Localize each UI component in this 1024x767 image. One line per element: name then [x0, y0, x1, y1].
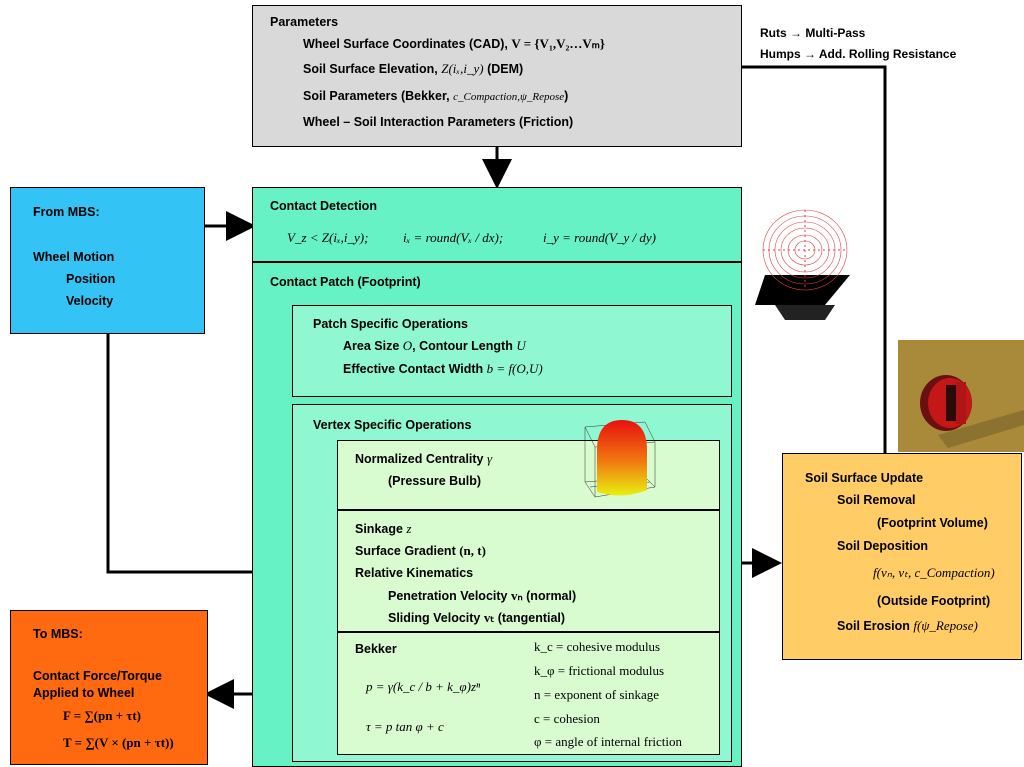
patch-ops-contour-var: U: [516, 338, 526, 353]
soil-deposition-eq: f(vₙ, vₜ, c_Compaction): [873, 565, 995, 580]
to-mbs-line1: Contact Force/Torque: [33, 669, 162, 683]
parameters-title: Parameters: [270, 15, 339, 29]
centrality-box: Normalized Centrality γ (Pressure Bulb): [337, 440, 720, 510]
param-soil-elevation-eq: Z(iₓ,i_y): [441, 61, 484, 76]
centrality-var: γ: [487, 451, 493, 466]
param-interaction: Wheel – Soil Interaction Parameters (Fri…: [303, 115, 574, 129]
contact-patch-title: Contact Patch (Footprint): [270, 275, 421, 289]
patch-ops-title: Patch Specific Operations: [313, 317, 468, 331]
soil-deposition: Soil Deposition: [837, 539, 928, 553]
bekker-eq-p: p = γ(k_c / b + k_φ)zⁿ: [366, 679, 481, 694]
bekker-def-c: c = cohesion: [534, 711, 600, 726]
soil-removal-sub: (Footprint Volume): [877, 516, 988, 530]
to-mbs-eq-f: F = ∑(pn + τt): [63, 708, 141, 723]
patch-ops-width-eq: b = f(O,U): [486, 361, 543, 376]
parameters-box: Parameters Wheel Surface Coordinates (CA…: [252, 5, 742, 147]
penetration-label: Penetration Velocity vₙ (normal): [388, 588, 577, 603]
vertex-ops-title: Vertex Specific Operations: [313, 418, 472, 432]
sinkage-box: Sinkage z Surface Gradient (n, t) Relati…: [337, 510, 720, 632]
pressure-bulb-plot: [584, 420, 656, 498]
from-mbs-motion: Wheel Motion: [33, 250, 115, 264]
centrality-sub: (Pressure Bulb): [388, 474, 482, 488]
to-mbs-title: To MBS:: [33, 627, 83, 641]
soil-removal: Soil Removal: [837, 493, 916, 507]
bekker-eq-tau: τ = p tan φ + c: [366, 719, 444, 734]
to-mbs-eq-t: T = ∑(V × (pn + τt)): [63, 735, 174, 750]
sinkage-label: Sinkage z: [355, 521, 412, 536]
centrality-title: Normalized Centrality γ: [355, 451, 493, 466]
contact-detection-box: Contact Detection V_z < Z(iₓ,i_y); iₓ = …: [252, 187, 742, 262]
patch-ops-area-var: O: [402, 338, 413, 353]
soil-erosion-eq: f(ψ_Repose): [913, 618, 978, 633]
ruts-note: Ruts → Multi-Pass: [760, 26, 866, 40]
soil-deposition-sub: (Outside Footprint): [877, 594, 991, 608]
bekker-title: Bekker: [355, 642, 397, 656]
to-mbs-box: To MBS: Contact Force/Torque Applied to …: [10, 610, 208, 765]
bekker-def-n: n = exponent of sinkage: [534, 687, 660, 702]
soil-update-box: Soil Surface Update Soil Removal (Footpr…: [782, 453, 1022, 660]
soil-update-title: Soil Surface Update: [805, 471, 924, 485]
from-mbs-box: From MBS: Wheel Motion Position Velocity: [10, 187, 205, 334]
param-wheel-surface: Wheel Surface Coordinates (CAD), V = {V₁…: [303, 36, 605, 51]
bekker-box: Bekker p = γ(k_c / b + k_φ)zⁿ τ = p tan …: [337, 632, 720, 755]
from-mbs-velocity: Velocity: [66, 294, 114, 308]
humps-note: Humps → Add. Rolling Resistance: [760, 47, 957, 61]
patch-ops-width: Effective Contact Width b = f(O,U): [343, 361, 543, 376]
from-mbs-position: Position: [66, 272, 116, 286]
wheel-render-image: [898, 340, 1024, 452]
from-mbs-title: From MBS:: [33, 205, 100, 219]
patch-ops-box: Patch Specific Operations Area Size O, C…: [292, 305, 732, 397]
kinematics-label: Relative Kinematics: [355, 566, 474, 580]
bekker-def-phi: φ = angle of internal friction: [534, 734, 683, 749]
sliding-label: Sliding Velocity vₜ (tangential): [388, 610, 566, 625]
contact-detection-title: Contact Detection: [270, 199, 377, 213]
patch-ops-area: Area Size O, Contour Length U: [343, 338, 526, 353]
wheel-pointcloud-image: [755, 209, 850, 320]
bekker-def-kphi: k_φ = frictional modulus: [534, 663, 665, 678]
param-soil-elevation: Soil Surface Elevation, Z(iₓ,i_y) (DEM): [303, 61, 524, 76]
gradient-label: Surface Gradient (n, t): [355, 543, 486, 558]
contact-detection-eq-c: i_y = round(V_y / dy): [543, 230, 656, 245]
param-wheel-surface-eq: V = {V₁,V₂…Vₘ}: [511, 36, 605, 51]
contact-detection-eq-a: V_z < Z(iₓ,i_y);: [287, 230, 369, 245]
bekker-def-kc: k_c = cohesive modulus: [534, 639, 661, 654]
soil-erosion: Soil Erosion f(ψ_Repose): [837, 618, 978, 633]
to-mbs-line2: Applied to Wheel: [33, 686, 135, 700]
param-soil-parameters-eq: c_Compaction,ψ_Repose: [453, 91, 565, 103]
contact-detection-eq-b: iₓ = round(Vₓ / dx);: [403, 230, 504, 245]
param-soil-parameters: Soil Parameters (Bekker, c_Compaction,ψ_…: [303, 89, 569, 103]
